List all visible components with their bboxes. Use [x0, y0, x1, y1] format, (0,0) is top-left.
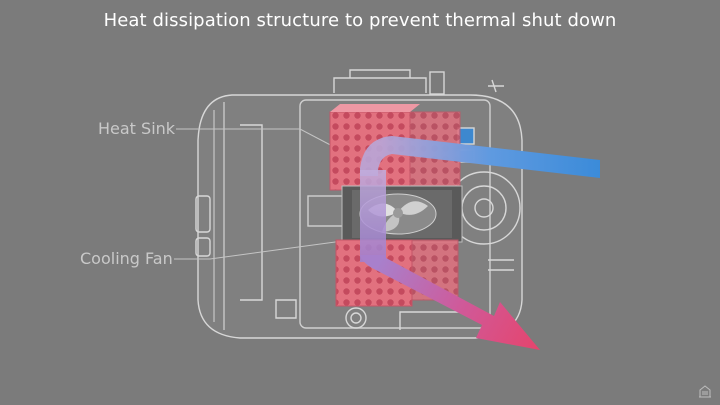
heat-sink-lower: [335, 239, 459, 307]
cooling-fan-label: Cooling Fan: [80, 249, 173, 268]
airflow-arrow: [360, 136, 600, 350]
heat-sink-label: Heat Sink: [98, 119, 176, 138]
building-logo-icon: [699, 385, 711, 398]
page-title: Heat dissipation structure to prevent th…: [103, 10, 617, 31]
